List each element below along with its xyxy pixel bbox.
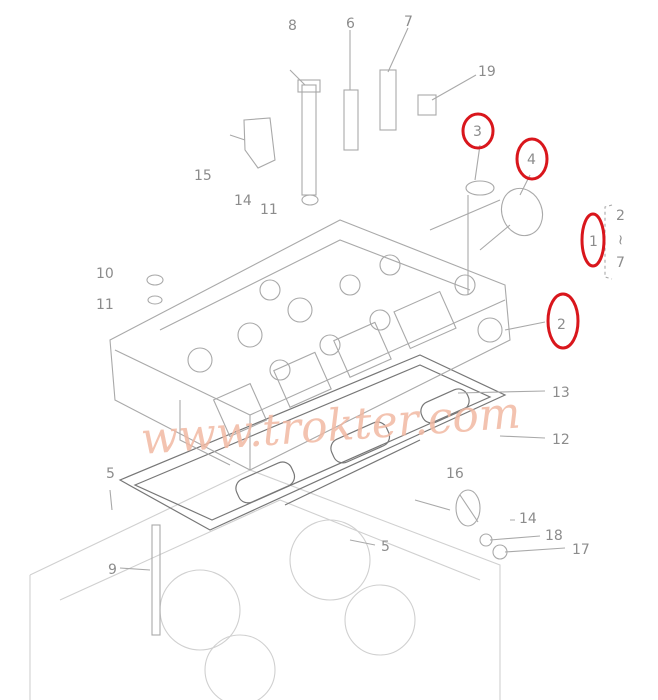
highlight-3 — [461, 112, 495, 150]
callout-13: 13 — [552, 385, 570, 401]
highlight-2 — [546, 292, 580, 350]
callout-labels: 8 6 7 19 15 14 11 10 11 3 4 2 1 2 ~ 7 13… — [96, 14, 628, 578]
range-start: 2 — [616, 208, 625, 224]
head-gasket — [118, 354, 507, 531]
callout-19: 19 — [478, 64, 496, 80]
callout-16: 16 — [446, 466, 464, 482]
callout-11: 11 — [260, 202, 278, 218]
callout-14: 14 — [234, 193, 252, 209]
cylinder-head — [109, 219, 511, 471]
callout-7: 7 — [404, 14, 413, 30]
callout-18: 18 — [545, 528, 563, 544]
callout-4: 4 — [527, 152, 536, 168]
callout-11: 11 — [96, 297, 114, 313]
callout-1: 1 — [589, 234, 598, 250]
callout-15: 15 — [194, 168, 212, 184]
callout-6: 6 — [346, 16, 355, 32]
callout-8: 8 — [288, 18, 297, 34]
watermark: www.trokter.com — [139, 387, 522, 464]
bolts-and-injectors — [109, 27, 613, 636]
highlight-4 — [515, 137, 549, 181]
callout-9: 9 — [108, 562, 117, 578]
callout-2: 2 — [557, 317, 566, 333]
callout-5: 5 — [106, 466, 115, 482]
callout-14: 14 — [519, 511, 537, 527]
callout-12: 12 — [552, 432, 570, 448]
callout-10: 10 — [96, 266, 114, 282]
range-separator: ~ — [612, 234, 628, 246]
range-end: 7 — [616, 255, 625, 271]
highlight-marks — [461, 112, 606, 350]
callout-17: 17 — [572, 542, 590, 558]
highlight-1 — [580, 212, 606, 268]
callout-3: 3 — [473, 124, 482, 140]
callout-5: 5 — [381, 539, 390, 555]
